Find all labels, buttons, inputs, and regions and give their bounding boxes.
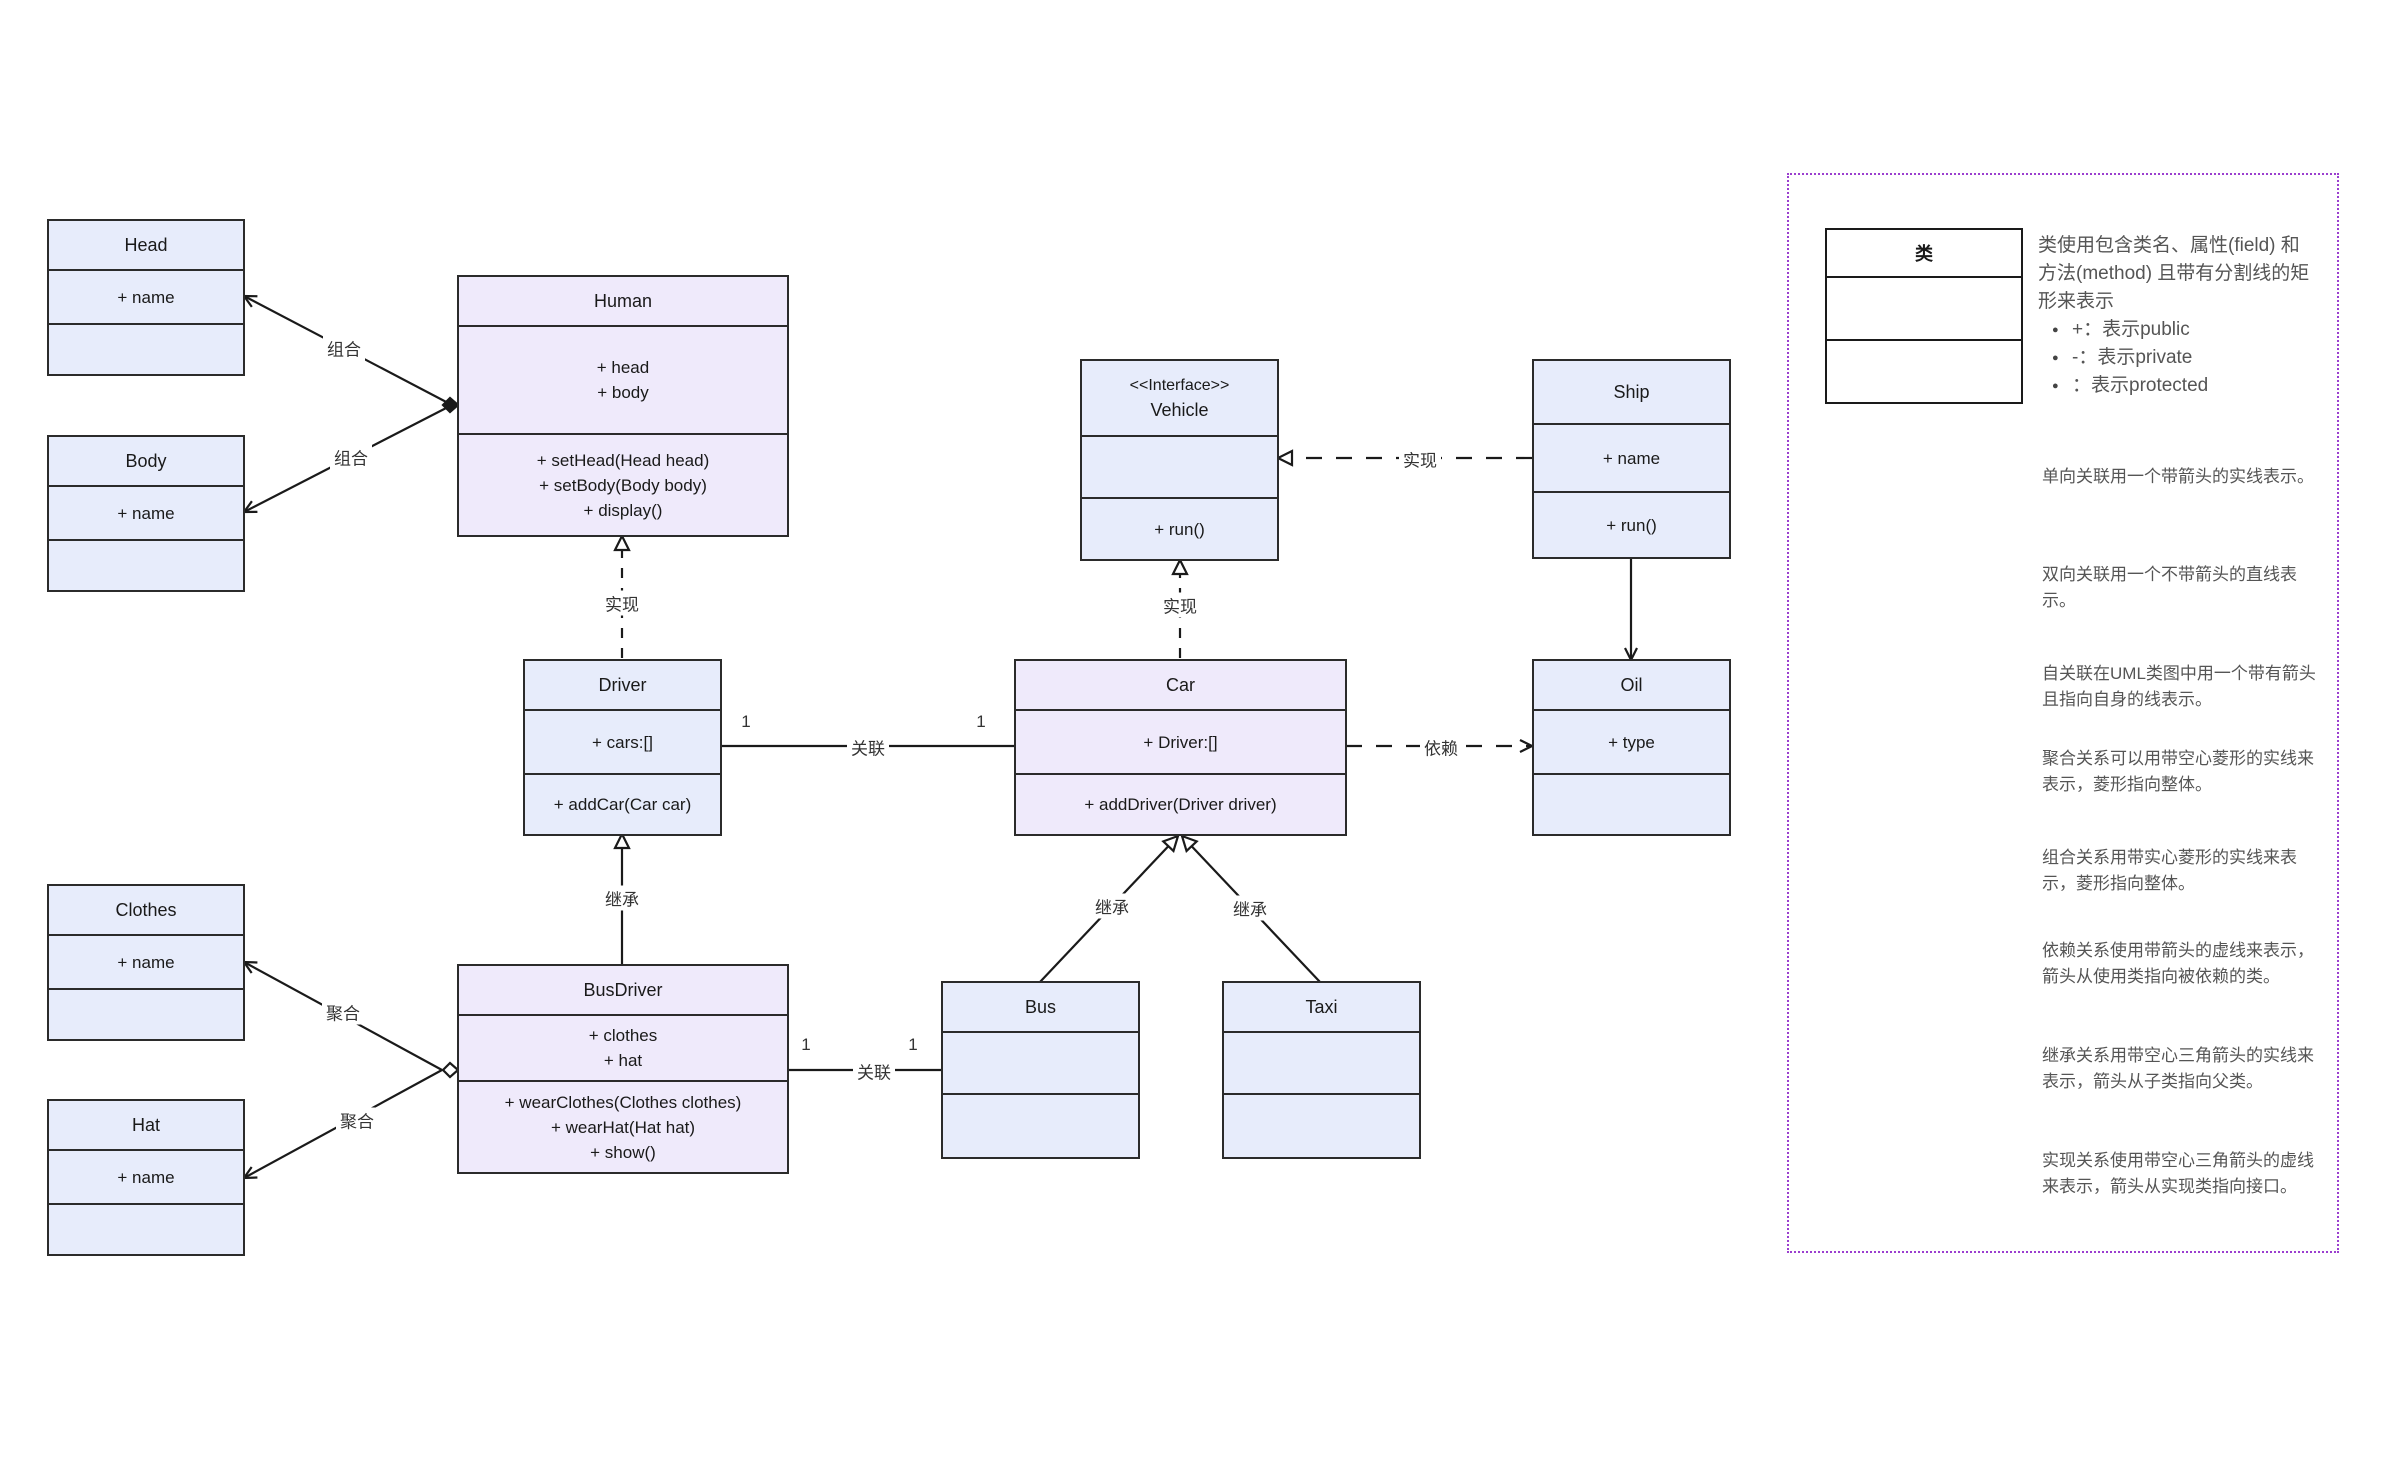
class-attributes: + name [49, 934, 243, 988]
class-methods [1534, 773, 1729, 834]
class-hat[interactable]: Hat + name [47, 1099, 245, 1256]
legend-bullet-public: +：表示public [2052, 316, 2318, 344]
class-name: BusDriver [583, 979, 663, 1000]
class-methods: + run() [1082, 497, 1277, 559]
legend-text-aggregation: 聚合关系可以用带空心菱形的实线来表示，菱形指向整体。 [2042, 749, 2314, 794]
class-attributes: + name [1534, 423, 1729, 491]
legend-bullet-protected: ：表示protected [2052, 372, 2318, 400]
class-attributes: + name [49, 1149, 243, 1203]
class-head[interactable]: Head + name [47, 219, 245, 376]
class-attributes [1082, 435, 1277, 497]
class-driver[interactable]: Driver + cars:[] + addCar(Car car) [523, 659, 722, 836]
class-name: Bus [1024, 996, 1057, 1017]
class-ship[interactable]: Ship + name + run() [1532, 359, 1731, 559]
legend-class-title: 类 [1915, 244, 1933, 264]
class-busdriver[interactable]: BusDriver + clothes + hat + wearClothes(… [457, 964, 789, 1174]
legend-text-unidirectional: 单向关联用一个带箭头的实线表示。 [2042, 467, 2314, 486]
class-name: Clothes [115, 899, 177, 920]
legend-bullet-private: -：表示private [2052, 344, 2318, 372]
class-name: Ship [1613, 381, 1650, 402]
label-aggregation-clothes: 聚合 [322, 999, 364, 1025]
class-name: Car [1165, 674, 1195, 695]
label-inheritance-bus: 继承 [1091, 893, 1133, 919]
mult-car-end: 1 [976, 712, 986, 731]
class-attributes: + cars:[] [525, 709, 720, 773]
class-name: Taxi [1305, 996, 1338, 1017]
class-methods: + wearClothes(Clothes clothes) + wearHat… [459, 1080, 787, 1172]
class-methods: + addDriver(Driver driver) [1016, 773, 1345, 834]
class-attributes: + Driver:[] [1016, 709, 1345, 773]
class-attributes: + type [1534, 709, 1729, 773]
label-realization-ship: 实现 [1399, 446, 1441, 472]
class-attributes: + name [49, 269, 243, 323]
class-name: Head [124, 234, 168, 255]
class-methods: + setHead(Head head) + setBody(Body body… [459, 433, 787, 535]
class-attributes [1224, 1031, 1419, 1093]
aggregation-diamond [441, 1061, 460, 1079]
mult-bus-end: 1 [908, 1035, 918, 1054]
class-name: Oil [1620, 674, 1643, 695]
class-oil[interactable]: Oil + type [1532, 659, 1731, 836]
legend-text-inheritance: 继承关系用带空心三角箭头的实线来表示，箭头从子类指向父类。 [2042, 1046, 2314, 1091]
class-methods: + run() [1534, 491, 1729, 557]
class-methods [49, 1203, 243, 1254]
class-human[interactable]: Human + head + body + setHead(Head head)… [457, 275, 789, 537]
class-vehicle-interface[interactable]: <<Interface>> Vehicle + run() [1080, 359, 1279, 561]
class-body[interactable]: Body + name [47, 435, 245, 592]
class-attributes: + clothes + hat [459, 1014, 787, 1080]
mult-driver-end: 1 [741, 712, 751, 731]
class-methods [1224, 1093, 1419, 1157]
class-name: Driver [598, 674, 647, 695]
class-bus[interactable]: Bus [941, 981, 1140, 1159]
legend-class-description: 类使用包含类名、属性(field) 和方法(method) 且带有分割线的矩形来… [2038, 232, 2318, 400]
class-attributes: + name [49, 485, 243, 539]
class-attributes [943, 1031, 1138, 1093]
class-methods: + addCar(Car car) [525, 773, 720, 834]
legend-text-self: 自关联在UML类图中用一个带有箭头且指向自身的线表示。 [2042, 664, 2316, 709]
legend-text-composition: 组合关系用带实心菱形的实线来表示，菱形指向整体。 [2042, 848, 2297, 893]
label-dependency-car-oil: 依赖 [1420, 734, 1462, 760]
class-taxi[interactable]: Taxi [1222, 981, 1421, 1159]
legend-class-methods [1827, 339, 2021, 402]
class-methods [49, 988, 243, 1039]
class-car[interactable]: Car + Driver:[] + addDriver(Driver drive… [1014, 659, 1347, 836]
class-name: Human [593, 290, 653, 311]
class-clothes[interactable]: Clothes + name [47, 884, 245, 1041]
class-methods [49, 323, 243, 374]
label-inheritance-busdriver: 继承 [601, 885, 643, 911]
class-attributes: + head + body [459, 325, 787, 433]
class-name: <<Interface>> Vehicle [1129, 377, 1230, 420]
label-composition-head: 组合 [323, 335, 365, 361]
class-methods [49, 539, 243, 590]
class-name: Body [125, 450, 167, 471]
legend-text-dependency: 依赖关系使用带箭头的虚线来表示，箭头从使用类指向被依赖的类。 [2042, 941, 2314, 986]
label-composition-body: 组合 [330, 444, 372, 470]
legend-class-box: 类 [1825, 228, 2023, 404]
label-realization-driver: 实现 [601, 590, 643, 616]
label-association-driver-car: 关联 [847, 734, 889, 760]
legend-class-attrs [1827, 276, 2021, 339]
legend-text-realization: 实现关系使用带空心三角箭头的虚线来表示，箭头从实现类指向接口。 [2042, 1151, 2314, 1196]
composition-diamond [441, 396, 460, 414]
class-name: Hat [131, 1114, 160, 1135]
mult-busdriver-end: 1 [801, 1035, 811, 1054]
class-methods [943, 1093, 1138, 1157]
legend-text-bidirectional: 双向关联用一个不带箭头的直线表示。 [2042, 565, 2297, 610]
label-aggregation-hat: 聚合 [336, 1107, 378, 1133]
label-realization-car: 实现 [1159, 592, 1201, 618]
label-association-busdriver-bus: 关联 [853, 1058, 895, 1084]
label-inheritance-taxi: 继承 [1229, 895, 1271, 921]
